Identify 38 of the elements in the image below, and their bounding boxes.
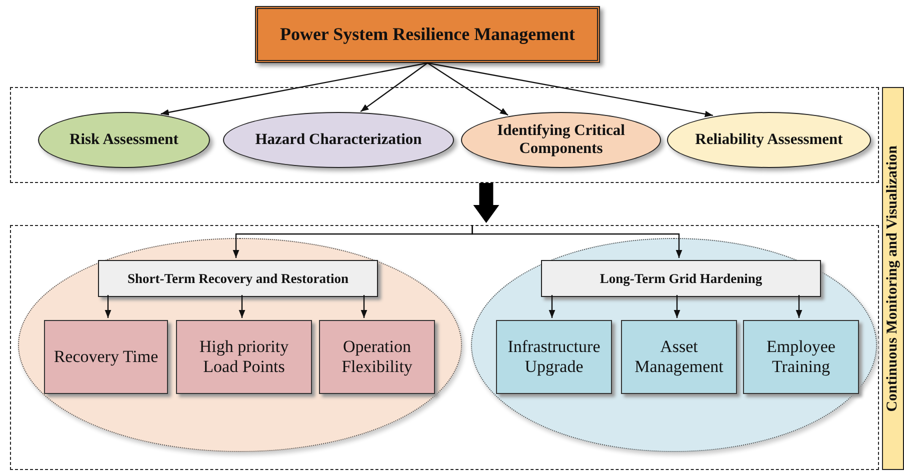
node-label: Asset Management [634, 337, 724, 377]
node-label: Recovery Time [52, 347, 160, 367]
node-label: Risk Assessment [68, 131, 180, 149]
arrow [360, 295, 368, 318]
node-label: Long-Term Grid Hardening [600, 270, 762, 286]
category-box [98, 260, 378, 297]
arrow [360, 62, 428, 112]
arrow [796, 295, 802, 318]
arrow [427, 62, 508, 116]
node-label: Hazard Characterization [254, 131, 423, 149]
node-label: Infrastructure Upgrade [506, 337, 602, 377]
node-label: Employee Training [766, 337, 836, 377]
category-box [541, 260, 821, 297]
node-label: Short-Term Recovery and Restoration [127, 270, 349, 286]
arrow [472, 225, 682, 258]
title-box [255, 6, 600, 63]
dashed-group-box [10, 87, 879, 183]
node-label: Reliability Assessment [694, 131, 844, 149]
node-label: High priority Load Points [198, 337, 290, 377]
node-label: Identifying Critical Components [496, 122, 626, 158]
process-box [44, 320, 168, 394]
arrow [427, 62, 714, 118]
block-arrow [473, 183, 500, 223]
process-box [176, 320, 312, 394]
process-box [496, 320, 612, 394]
dashed-group-box [10, 225, 879, 470]
arrow [674, 295, 680, 318]
arrow [238, 295, 246, 318]
title-text: Power System Resilience Management [280, 24, 576, 45]
node-label: Continuous Monitoring and Visualization [884, 145, 902, 412]
arrow [104, 295, 112, 318]
node-label: Operation Flexibility [340, 337, 414, 377]
arrow [160, 62, 428, 116]
side-band [882, 87, 904, 470]
process-box [743, 320, 859, 394]
arrow [548, 295, 556, 318]
process-box [319, 320, 435, 394]
process-box [621, 320, 737, 394]
